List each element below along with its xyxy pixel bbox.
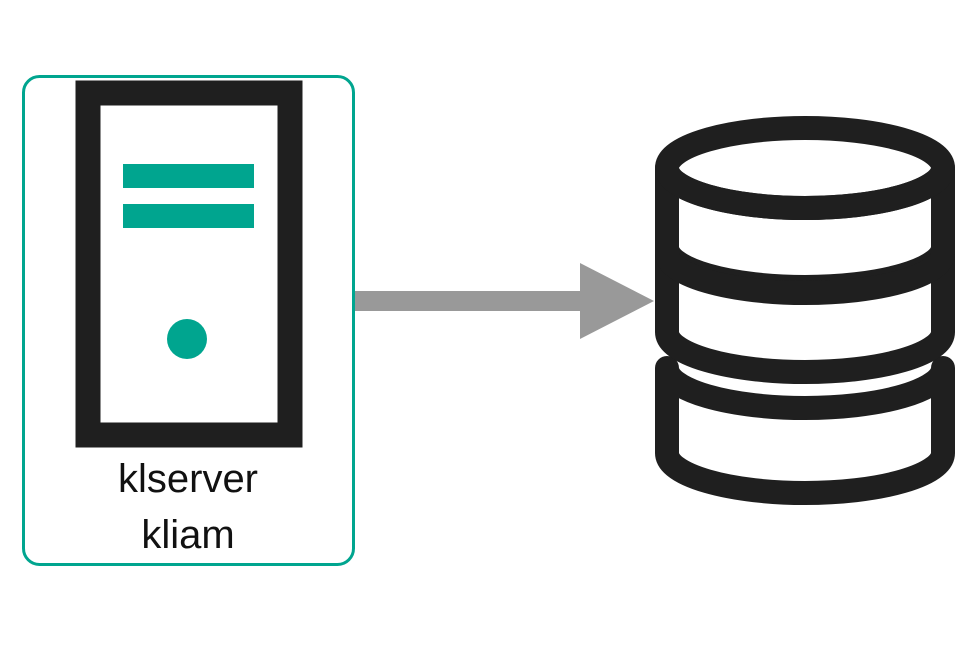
database-icon: [655, 116, 955, 505]
server-bar-bottom: [123, 204, 254, 228]
database-disk-bottom: [655, 356, 955, 505]
server-status-dot-icon: [167, 319, 207, 359]
server-tower-icon: [75, 80, 303, 448]
database-disk-middle: [655, 235, 955, 384]
database-node[interactable]: [655, 116, 955, 505]
server-label-line2: kliam: [141, 513, 234, 557]
server-bar-top: [123, 164, 254, 188]
arrow-shaft-and-head-icon[interactable]: [355, 263, 654, 339]
server-to-database-arrow[interactable]: [355, 263, 654, 339]
server-chassis-outline: [75, 80, 303, 448]
server-label-line1: klserver: [118, 457, 258, 501]
server-node[interactable]: klserver kliam: [22, 75, 355, 566]
database-top-lid: [655, 116, 955, 220]
